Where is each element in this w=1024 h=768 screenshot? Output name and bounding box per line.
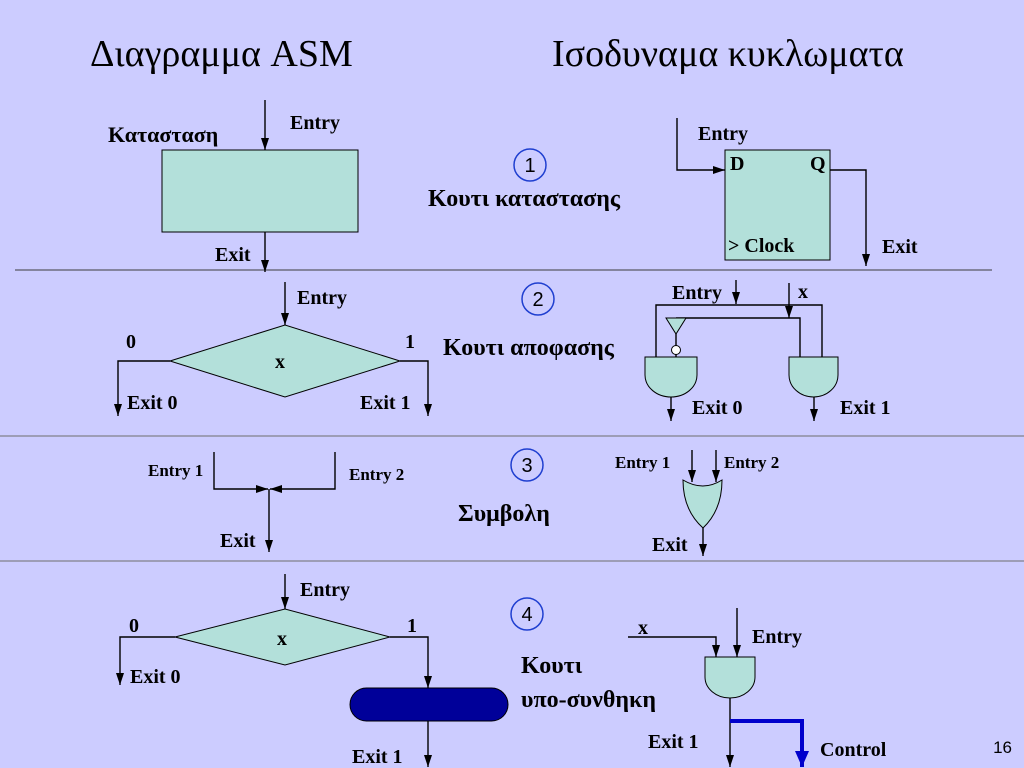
to-conditional-box-arrow — [390, 636, 432, 688]
exit-1-label: Exit 1 — [352, 746, 403, 768]
asm-entry-label: Entry — [290, 112, 340, 134]
step-badge-4: 4 — [510, 597, 544, 631]
state-box — [161, 149, 359, 233]
circuit-entry-label: Entry — [752, 626, 802, 648]
asm-entry-1-label: Entry 1 — [148, 461, 203, 480]
caption-state-box: Κουτι καταστασης — [428, 186, 621, 212]
caption-junction: Συμβολη — [458, 501, 550, 527]
title-equivalent-circuits: Ισοδυναμα κυκλωματα — [552, 33, 904, 75]
badge-ring — [510, 597, 544, 631]
circuit-or-gate: Entry 1 Entry 2 Exit — [615, 450, 779, 556]
dff-entry-wire — [676, 118, 725, 174]
exit-0-arrow — [114, 360, 170, 416]
circuit-input-label: x — [638, 617, 648, 639]
decision-condition: x — [277, 628, 287, 650]
entry-bus-wire — [655, 304, 823, 358]
d-flip-flop — [724, 149, 831, 261]
caption-conditional-box-line-1: Κουτι — [521, 653, 583, 679]
circuit-exit-1-label: Exit 1 — [840, 397, 891, 419]
badge-ring — [521, 282, 555, 316]
asm-entry-label: Entry — [300, 579, 350, 601]
circuit-exit-0-label: Exit 0 — [692, 397, 743, 419]
asm-entry-2-arrow — [270, 452, 336, 493]
section-state-box: Κατασταση Entry Exit 1 Κουτι καταστασης … — [108, 100, 918, 272]
asm-junction: Entry 1 Entry 2 Exit — [148, 452, 404, 552]
asm-conditional-box: Entry x 0 1 Exit 0 Exit 1 — [116, 574, 509, 768]
asm-decision-box: Entry x 0 1 Exit 0 Exit 1 — [114, 282, 432, 416]
title-asm-diagram: Διαγραμμα ASM — [90, 33, 353, 75]
exit-1-label: Exit 1 — [360, 392, 411, 414]
badge-number: 4 — [521, 604, 532, 626]
page-number: 16 — [993, 738, 1012, 757]
exit-1-arrow — [400, 360, 432, 416]
exit-0-label: Exit 0 — [130, 666, 181, 688]
section-decision-box: Entry x 0 1 Exit 0 Exit 1 2 Κουτι αποφασ… — [114, 280, 891, 421]
circuit-decision: Entry x Exit 0 Exit 1 — [644, 280, 891, 421]
dff-d-label: D — [730, 153, 744, 175]
asm-entry-1-arrow — [213, 452, 268, 493]
exit-0-label: Exit 0 — [127, 392, 178, 414]
dff-entry-label: Entry — [698, 123, 748, 145]
circuit-input-wire — [628, 636, 720, 657]
badge-number: 2 — [532, 289, 543, 311]
section-junction: Entry 1 Entry 2 Exit 3 Συμβολη Entry 1 E… — [148, 448, 779, 556]
and-gate — [704, 656, 756, 699]
circuit-entry-label: Entry — [672, 282, 722, 304]
inverter-bubble — [671, 345, 681, 355]
step-badge-3: 3 — [510, 448, 544, 482]
state-label: Κατασταση — [108, 122, 218, 147]
badge-ring — [510, 448, 544, 482]
asm-state-box: Κατασταση Entry Exit — [108, 100, 359, 272]
control-signal-arrow — [730, 719, 809, 767]
and-gate-exit-0 — [644, 356, 698, 398]
exit-0-arrow — [116, 636, 175, 685]
section-conditional-box: Entry x 0 1 Exit 0 Exit 1 4 Κουτι υπο-συ… — [116, 574, 887, 768]
and-gate-exit-1 — [788, 356, 839, 398]
asm-exit-label: Exit — [220, 530, 256, 552]
badge-ring — [513, 148, 547, 182]
circuit-d-flip-flop: Entry D Q > Clock Exit — [676, 118, 918, 266]
dff-q-label: Q — [810, 153, 826, 175]
input-bus-wire — [676, 317, 801, 358]
asm-exit-label: Exit — [215, 244, 251, 266]
badge-number: 3 — [521, 455, 532, 477]
false-branch-label: 0 — [126, 331, 136, 353]
dff-clock-label: > Clock — [728, 235, 795, 257]
conditional-output-box — [349, 687, 509, 722]
true-branch-label: 1 — [405, 331, 415, 353]
step-badge-2: 2 — [521, 282, 555, 316]
badge-number: 1 — [524, 155, 535, 177]
caption-decision-box: Κουτι αποφασης — [443, 335, 615, 361]
inverter-gate — [665, 317, 687, 335]
circuit-exit-1-label: Exit 1 — [648, 731, 699, 753]
caption-conditional-box-line-2: υπο-συνθηκη — [521, 687, 656, 713]
circuit-entry-2-label: Entry 2 — [724, 453, 779, 472]
or-gate — [682, 479, 723, 529]
false-branch-label: 0 — [129, 615, 139, 637]
true-branch-label: 1 — [407, 615, 417, 637]
asm-entry-2-label: Entry 2 — [349, 465, 404, 484]
circuit-entry-1-label: Entry 1 — [615, 453, 670, 472]
dff-exit-label: Exit — [882, 236, 918, 258]
circuit-input-label: x — [798, 281, 808, 303]
dff-exit-wire — [830, 169, 870, 266]
control-label: Control — [820, 739, 887, 761]
decision-condition: x — [275, 351, 285, 373]
asm-entry-label: Entry — [297, 287, 347, 309]
circuit-exit-label: Exit — [652, 534, 688, 556]
step-badge-1: 1 — [513, 148, 547, 182]
circuit-conditional-output: x Entry Exit 1 Control — [628, 608, 887, 767]
